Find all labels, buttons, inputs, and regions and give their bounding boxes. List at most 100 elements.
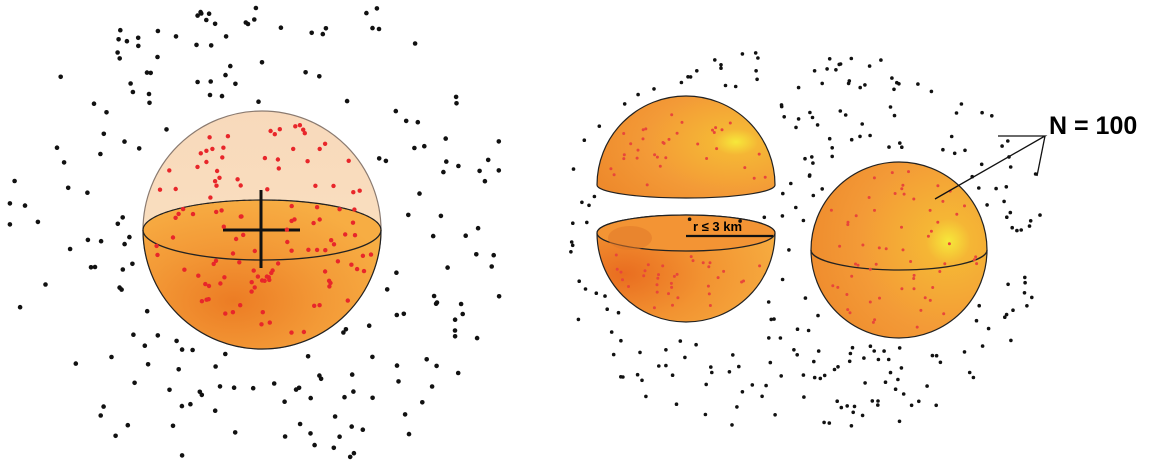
red-dot	[872, 176, 876, 180]
black-dot	[125, 422, 131, 428]
black-dot	[849, 137, 854, 142]
red-dot	[752, 176, 756, 180]
black-dot	[756, 56, 760, 60]
black-dot	[592, 194, 597, 199]
black-dot	[818, 376, 823, 381]
black-dot	[208, 43, 214, 48]
black-dot	[571, 167, 576, 171]
black-dot	[753, 51, 758, 55]
black-dot	[403, 118, 409, 124]
red-dot	[707, 265, 711, 269]
black-dot	[463, 233, 469, 238]
black-dot	[1023, 280, 1027, 285]
red-dot	[836, 285, 840, 289]
black-dot	[394, 312, 400, 318]
black-dot	[67, 246, 73, 252]
black-dot	[652, 87, 656, 91]
red-dot	[846, 220, 850, 224]
red-dot	[877, 246, 881, 250]
black-dot	[977, 303, 981, 308]
red-dot	[907, 170, 910, 174]
black-dot	[7, 222, 13, 227]
black-dot	[101, 404, 106, 409]
black-dot	[731, 353, 735, 357]
black-dot	[810, 115, 815, 120]
black-dot	[577, 279, 581, 284]
red-dot	[845, 293, 849, 296]
red-dot	[670, 113, 674, 117]
red-dot	[622, 157, 626, 161]
black-scatter-dots	[7, 5, 1042, 460]
black-dot	[223, 72, 228, 78]
red-dot	[701, 261, 705, 265]
black-dot	[144, 70, 150, 75]
black-dot	[401, 311, 407, 317]
black-dot	[812, 359, 816, 364]
red-dot	[259, 322, 264, 327]
red-dot	[312, 303, 317, 308]
black-dot	[297, 421, 303, 427]
black-dot	[22, 203, 28, 208]
black-dot	[789, 181, 793, 186]
red-dot	[758, 264, 762, 268]
black-dot	[664, 348, 668, 352]
black-dot	[594, 291, 599, 296]
black-dot	[897, 82, 901, 86]
red-dot	[708, 304, 712, 307]
red-dot	[929, 229, 933, 233]
red-dot	[220, 155, 225, 160]
red-dot	[667, 137, 671, 141]
red-dot	[943, 262, 947, 266]
black-dot	[616, 310, 621, 315]
black-dot	[349, 372, 355, 377]
black-dot	[852, 404, 857, 409]
black-dot	[1010, 225, 1014, 230]
black-dot	[231, 385, 237, 391]
black-dot	[872, 349, 876, 353]
red-dot	[289, 330, 294, 335]
red-dot	[936, 220, 940, 224]
red-dot	[219, 208, 224, 213]
red-dot	[846, 308, 850, 312]
red-dot	[873, 208, 876, 212]
red-dot	[329, 238, 334, 243]
black-dot	[179, 453, 185, 458]
red-dot	[742, 279, 745, 283]
black-dot	[825, 67, 829, 71]
red-dot	[974, 255, 978, 259]
black-dot	[740, 390, 745, 394]
black-dot	[686, 75, 690, 79]
black-dot	[482, 178, 488, 184]
red-dot	[211, 261, 216, 267]
black-dot	[909, 403, 914, 408]
red-dot	[890, 171, 894, 175]
red-dot	[289, 248, 294, 253]
black-dot	[582, 138, 587, 142]
black-dot	[91, 101, 97, 106]
black-dot	[762, 215, 767, 220]
black-dot	[1006, 282, 1010, 287]
red-dot	[306, 247, 311, 252]
black-dot	[638, 350, 642, 355]
black-dot	[737, 364, 741, 369]
black-dot	[452, 334, 458, 339]
black-dot	[816, 313, 820, 318]
red-dot	[900, 287, 904, 291]
black-dot	[719, 66, 723, 70]
red-dot	[277, 127, 282, 132]
red-dot	[947, 242, 951, 246]
black-dot	[851, 410, 855, 415]
black-dot	[474, 252, 479, 257]
black-dot	[882, 349, 886, 353]
black-dot	[1015, 228, 1019, 233]
red-dot	[225, 134, 231, 139]
red-dot	[190, 211, 196, 217]
black-dot	[704, 382, 708, 387]
black-dot	[1000, 144, 1004, 148]
red-dot	[707, 292, 711, 296]
black-dot	[779, 374, 783, 378]
black-dot	[317, 74, 322, 79]
red-dot	[926, 234, 930, 238]
red-dot	[284, 227, 290, 232]
black-dot	[925, 384, 929, 388]
